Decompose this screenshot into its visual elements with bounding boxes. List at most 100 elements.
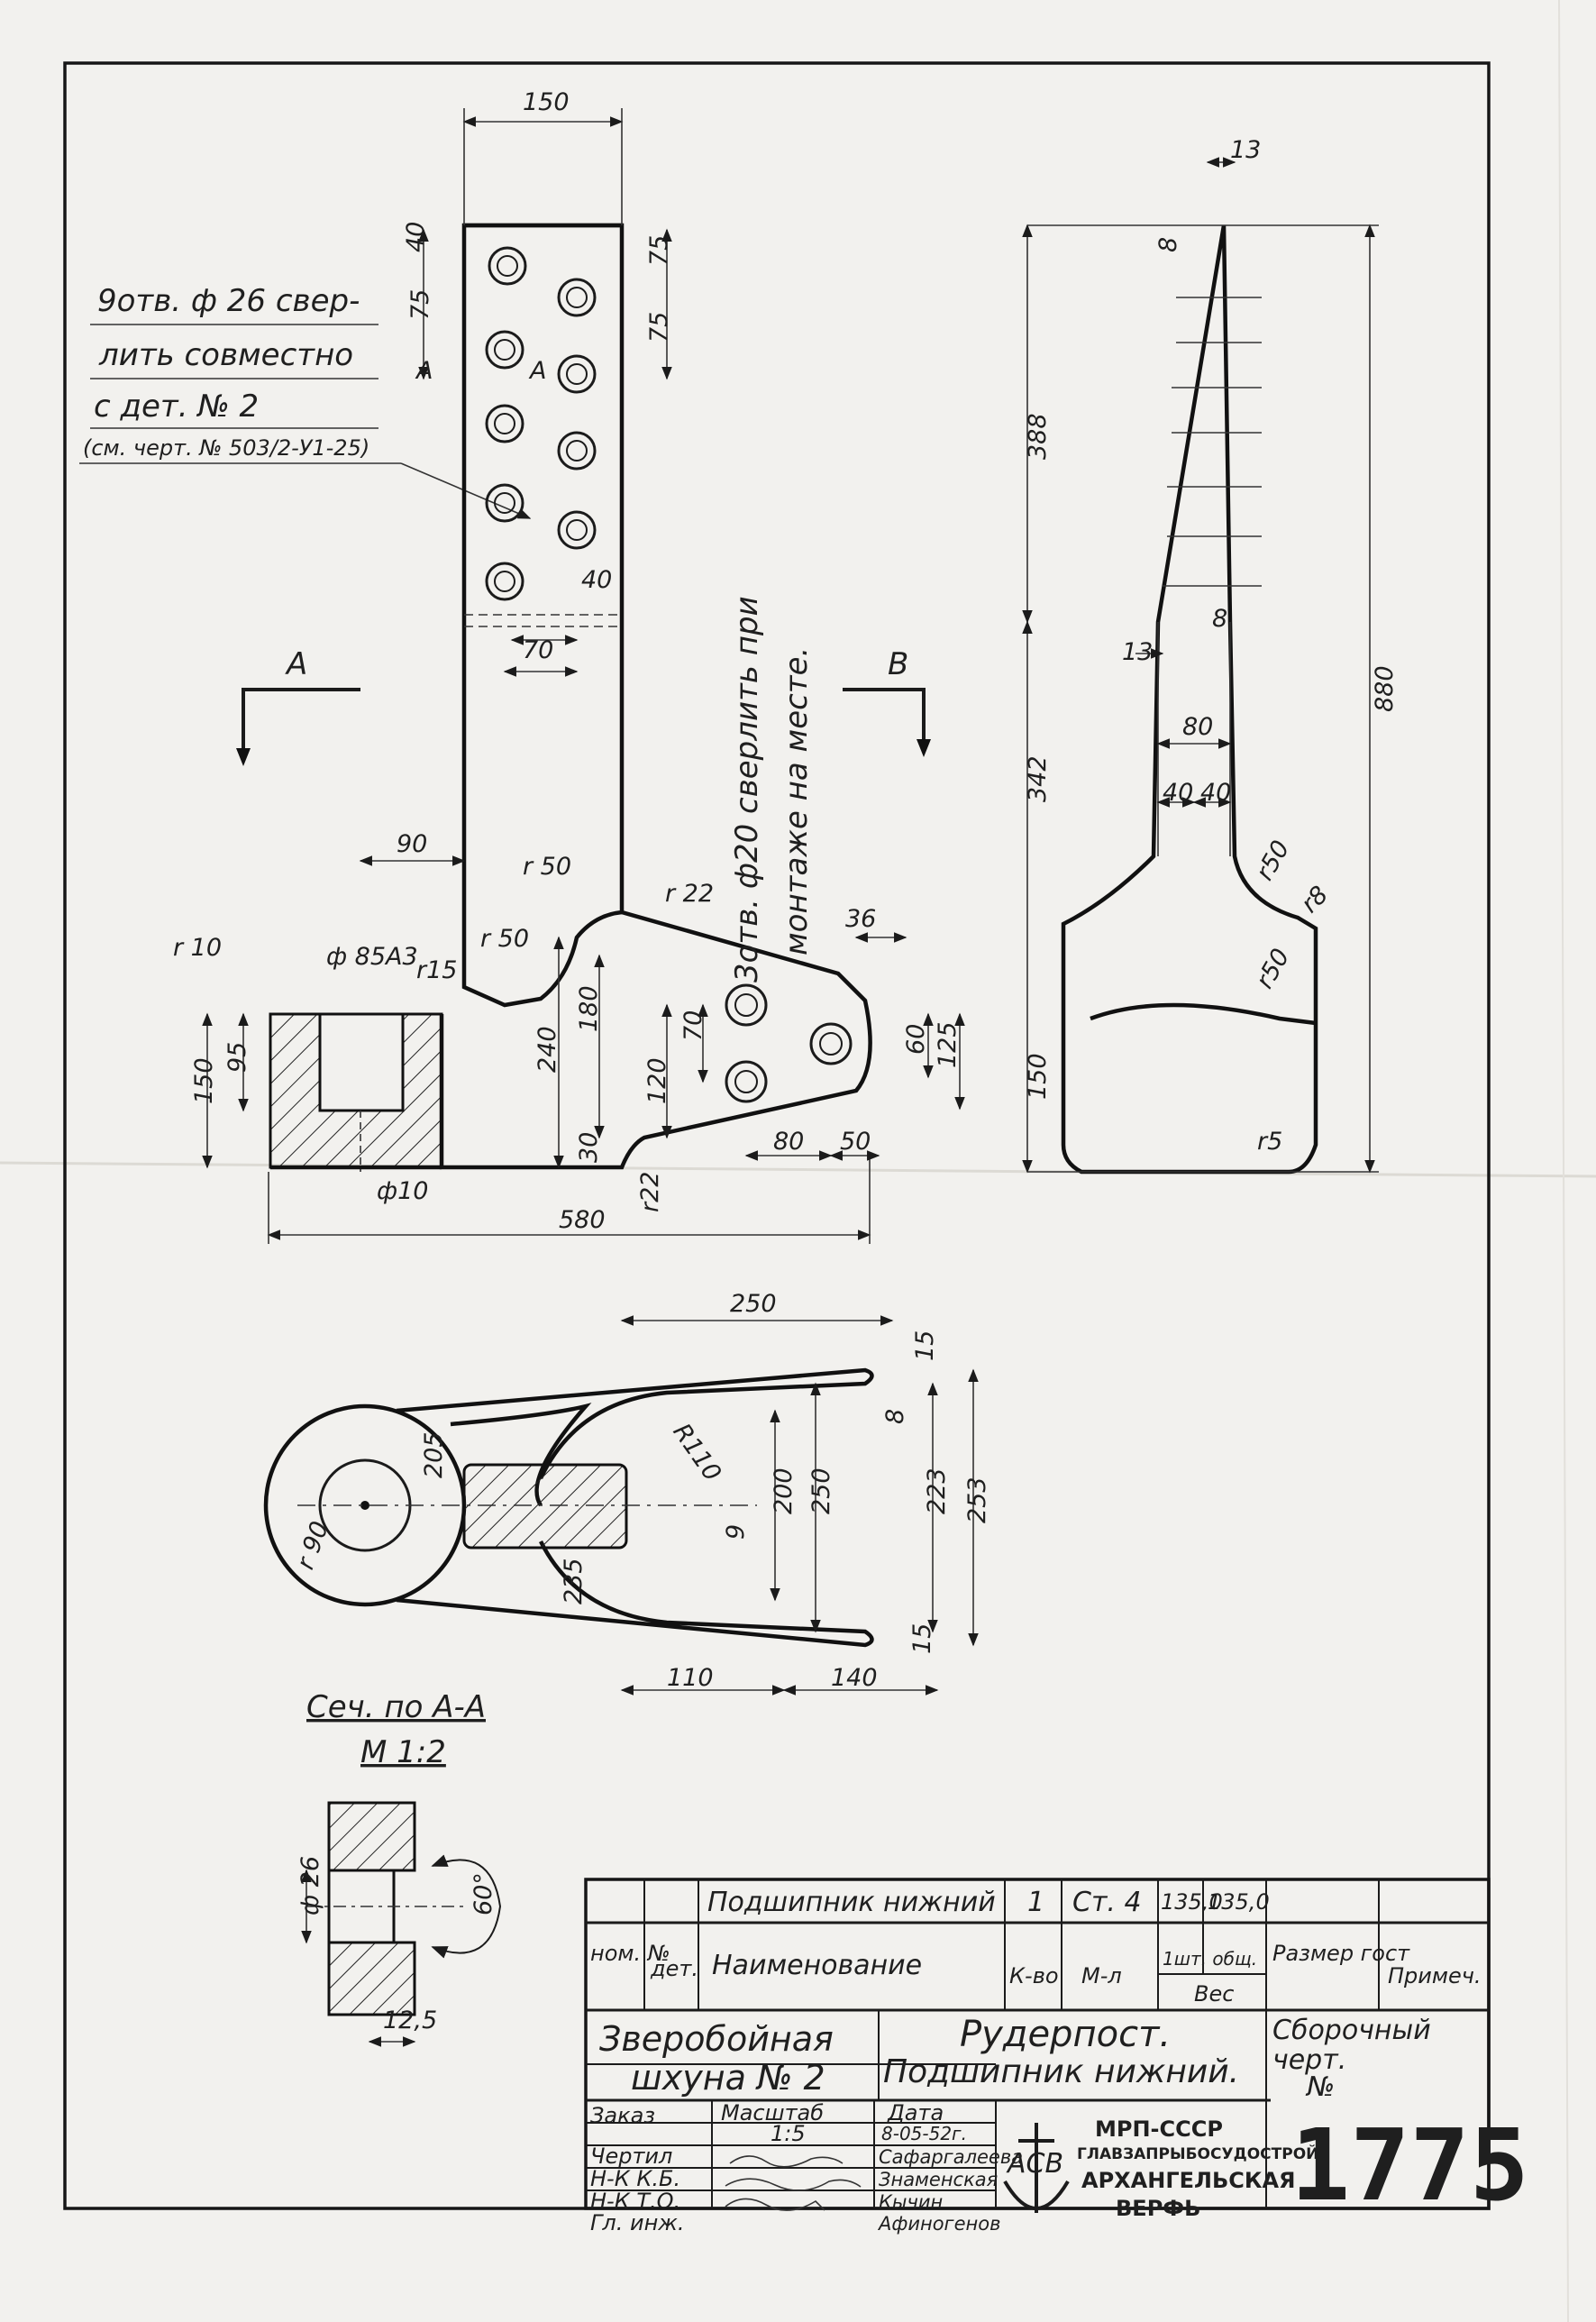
title-block: Подшипник нижний 1 Ст. 4 135,0 135,0 ном… [584, 1878, 1529, 2235]
tb-part-name: Подшипник нижний [707, 1887, 996, 1918]
tb-project-line1: Зверобойная [599, 2019, 834, 2059]
side-dim-40a: 40 [1163, 779, 1193, 807]
section-a-a: Сеч. по А-А М 1:2 ф 26 60° 12,5 [296, 1689, 502, 2047]
tb-name-4: Афиногенов [877, 2213, 1000, 2235]
section-12-5: 12,5 [383, 2007, 437, 2034]
tb-order: Заказ [590, 2103, 655, 2128]
paper-fold-line-vertical [1558, 0, 1569, 2322]
tb-role-to: Н-К Т.О. [590, 2189, 680, 2214]
tb-date-value: 8-05-52г. [881, 2123, 967, 2144]
tb-project-line2: шхуна № 2 [631, 2058, 825, 2098]
plan-dim-140: 140 [831, 1664, 878, 1692]
side-dim-388: 388 [1024, 413, 1052, 460]
shipyard-logo: АСВ [1003, 2123, 1070, 2213]
side-dim-8-mid: 8 [1212, 605, 1227, 633]
plan-view: 250 15 8 R110 205 200 250 223 253 r 90 9… [263, 1290, 991, 1696]
side-dim-880: 880 [1371, 665, 1399, 712]
tb-weight2: 135,0 [1208, 1889, 1270, 1915]
tb-hdr-mat: М-л [1081, 1963, 1122, 1988]
dim-r22-bottom: r22 [636, 1172, 664, 1212]
dim-75-left: 75 [406, 289, 434, 320]
dim-r50-b: r 50 [523, 853, 571, 881]
holes-note-line1: 9отв. ф 26 свер- [97, 283, 360, 319]
plan-dim-15-top: 15 [911, 1330, 939, 1361]
tb-org-2: ГЛАВЗАПРЫБОСУДОСТРОЙ [1077, 2144, 1318, 2163]
plan-dim-250-mid: 250 [807, 1467, 835, 1514]
side-dim-13-top: 13 [1230, 136, 1261, 164]
signature-2 [725, 2178, 862, 2191]
plan-center-section [462, 1463, 628, 1550]
dim-phi10: ф10 [377, 1177, 428, 1205]
dim-70-small: 70 [679, 1010, 707, 1041]
plan-dim-250-top: 250 [730, 1290, 777, 1318]
tb-type-line1: Сборочный [1272, 2015, 1431, 2046]
tb-hdr-weight-top: 1шт. общ. [1163, 1948, 1257, 1970]
tb-hdr-num: ном. № [590, 1941, 670, 1966]
dim-70: 70 [523, 636, 553, 664]
dim-80: 80 [773, 1128, 804, 1156]
tb-qty: 1 [1027, 1887, 1044, 1918]
dim-580: 580 [559, 1206, 606, 1234]
dim-phi85: ф 85А3 [326, 943, 418, 971]
tb-name-2: Знаменская [879, 2169, 998, 2190]
plan-dim-223: 223 [923, 1467, 951, 1514]
tb-material: Ст. 4 [1072, 1887, 1142, 1918]
dim-30: 30 [575, 1132, 603, 1163]
dim-95: 95 [223, 1042, 251, 1073]
tb-role-chief: Гл. инж. [590, 2210, 685, 2235]
signature-3 [725, 2198, 825, 2211]
dim-r50-a: r 50 [480, 925, 529, 953]
drawing-number: 1775 [1290, 2107, 1529, 2223]
tb-hdr-size: Размер гост [1272, 1941, 1410, 1966]
dim-150-top: 150 [523, 88, 570, 116]
section-title: Сеч. по А-А [306, 1689, 486, 1725]
section-phi26: ф 26 [296, 1856, 324, 1915]
plan-dim-110: 110 [667, 1664, 714, 1692]
plan-dim-9: 9 [722, 1524, 750, 1540]
tb-weight1: 135,0 [1161, 1889, 1223, 1915]
vertical-note-line2: монтаже на месте. [779, 647, 815, 955]
holes-note-line2: лить совместно [98, 337, 353, 373]
tb-type-line3: № [1305, 2071, 1335, 2103]
tb-role-drew: Чертил [590, 2144, 672, 2169]
signature-1 [729, 2155, 844, 2168]
tb-date-label: Дата [887, 2100, 944, 2125]
dim-240: 240 [534, 1026, 561, 1073]
dim-180: 180 [575, 985, 603, 1032]
section-a-left: A [415, 357, 433, 385]
side-dim-r5: r5 [1257, 1128, 1282, 1156]
plan-dim-200: 200 [770, 1467, 798, 1514]
dim-150-left: 150 [190, 1057, 218, 1104]
dim-40-inner: 40 [581, 566, 612, 594]
tb-title-line2: Подшипник нижний. [883, 2053, 1239, 2090]
dim-120: 120 [643, 1057, 671, 1104]
dim-75-right-top: 75 [645, 235, 673, 266]
tb-hdr-name: Наименование [712, 1950, 922, 1981]
arrow-b-label: B [888, 646, 908, 682]
section-a-right: A [528, 357, 546, 385]
section-angle: 60° [470, 1872, 497, 1915]
tb-hdr-weight: Вес [1194, 1981, 1234, 2007]
tb-org-3: АРХАНГЕЛЬСКАЯ [1081, 2168, 1296, 2193]
tb-scale-label: Масштаб [721, 2100, 824, 2125]
plan-dim-8: 8 [881, 1409, 909, 1424]
plan-dim-253: 253 [963, 1476, 991, 1523]
side-dim-150: 150 [1024, 1053, 1052, 1100]
side-dim-40b: 40 [1200, 779, 1231, 807]
dim-50: 50 [840, 1128, 871, 1156]
tb-hdr-det: дет. [650, 1956, 698, 1981]
dim-36: 36 [845, 905, 876, 933]
vertical-note-line1: 3отв. ф20 сверлить при [729, 596, 765, 983]
dim-r22-top: r 22 [665, 880, 714, 908]
holes-note-line4: (см. черт. № 503/2-У1-25) [83, 435, 369, 461]
dim-40: 40 [402, 222, 430, 252]
side-dim-342: 342 [1024, 755, 1052, 802]
dim-r10: r 10 [173, 934, 222, 962]
side-dim-13-mid: 13 [1122, 638, 1153, 666]
dim-60: 60 [902, 1024, 930, 1055]
section-arrows: A B [236, 646, 931, 766]
plan-dim-205: 205 [420, 1431, 448, 1478]
holes-note-line3: с дет. № 2 [94, 389, 259, 425]
dim-75-right-mid: 75 [645, 312, 673, 343]
side-dim-8-top: 8 [1154, 237, 1182, 252]
